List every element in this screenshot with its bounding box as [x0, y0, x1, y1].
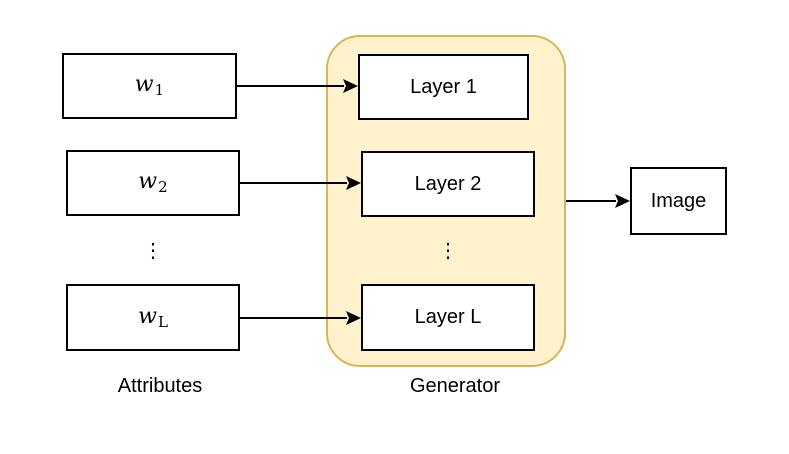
- layer-label-2: Layer 2: [414, 172, 482, 195]
- attribute-box-w1: w1: [62, 53, 237, 119]
- attribute-box-wL: wL: [66, 284, 240, 351]
- attribute-label-w2: w2: [138, 169, 168, 196]
- attributes-ellipsis: ⋮: [143, 240, 163, 262]
- attributes-caption: Attributes: [117, 375, 203, 397]
- image-output-label: Image: [650, 189, 707, 212]
- generator-caption: Generator: [409, 375, 501, 397]
- layer-label-1: Layer 1: [410, 75, 477, 98]
- layer-box-1: Layer 1: [358, 54, 529, 120]
- layer-box-L: Layer L: [361, 284, 535, 351]
- arrow-image-head: [615, 194, 630, 208]
- attribute-label-wL: wL: [138, 303, 168, 331]
- attribute-box-w2: w2: [66, 150, 240, 216]
- arrow-w2-head: [346, 176, 361, 190]
- attribute-label-w1: w1: [134, 72, 165, 99]
- arrow-w1-head: [343, 79, 358, 93]
- arrow-wL-head: [346, 311, 361, 325]
- layers-ellipsis: ⋮: [438, 240, 458, 262]
- layer-box-2: Layer 2: [361, 151, 535, 217]
- image-output-box: Image: [630, 167, 727, 235]
- layer-label-L: Layer L: [414, 306, 482, 328]
